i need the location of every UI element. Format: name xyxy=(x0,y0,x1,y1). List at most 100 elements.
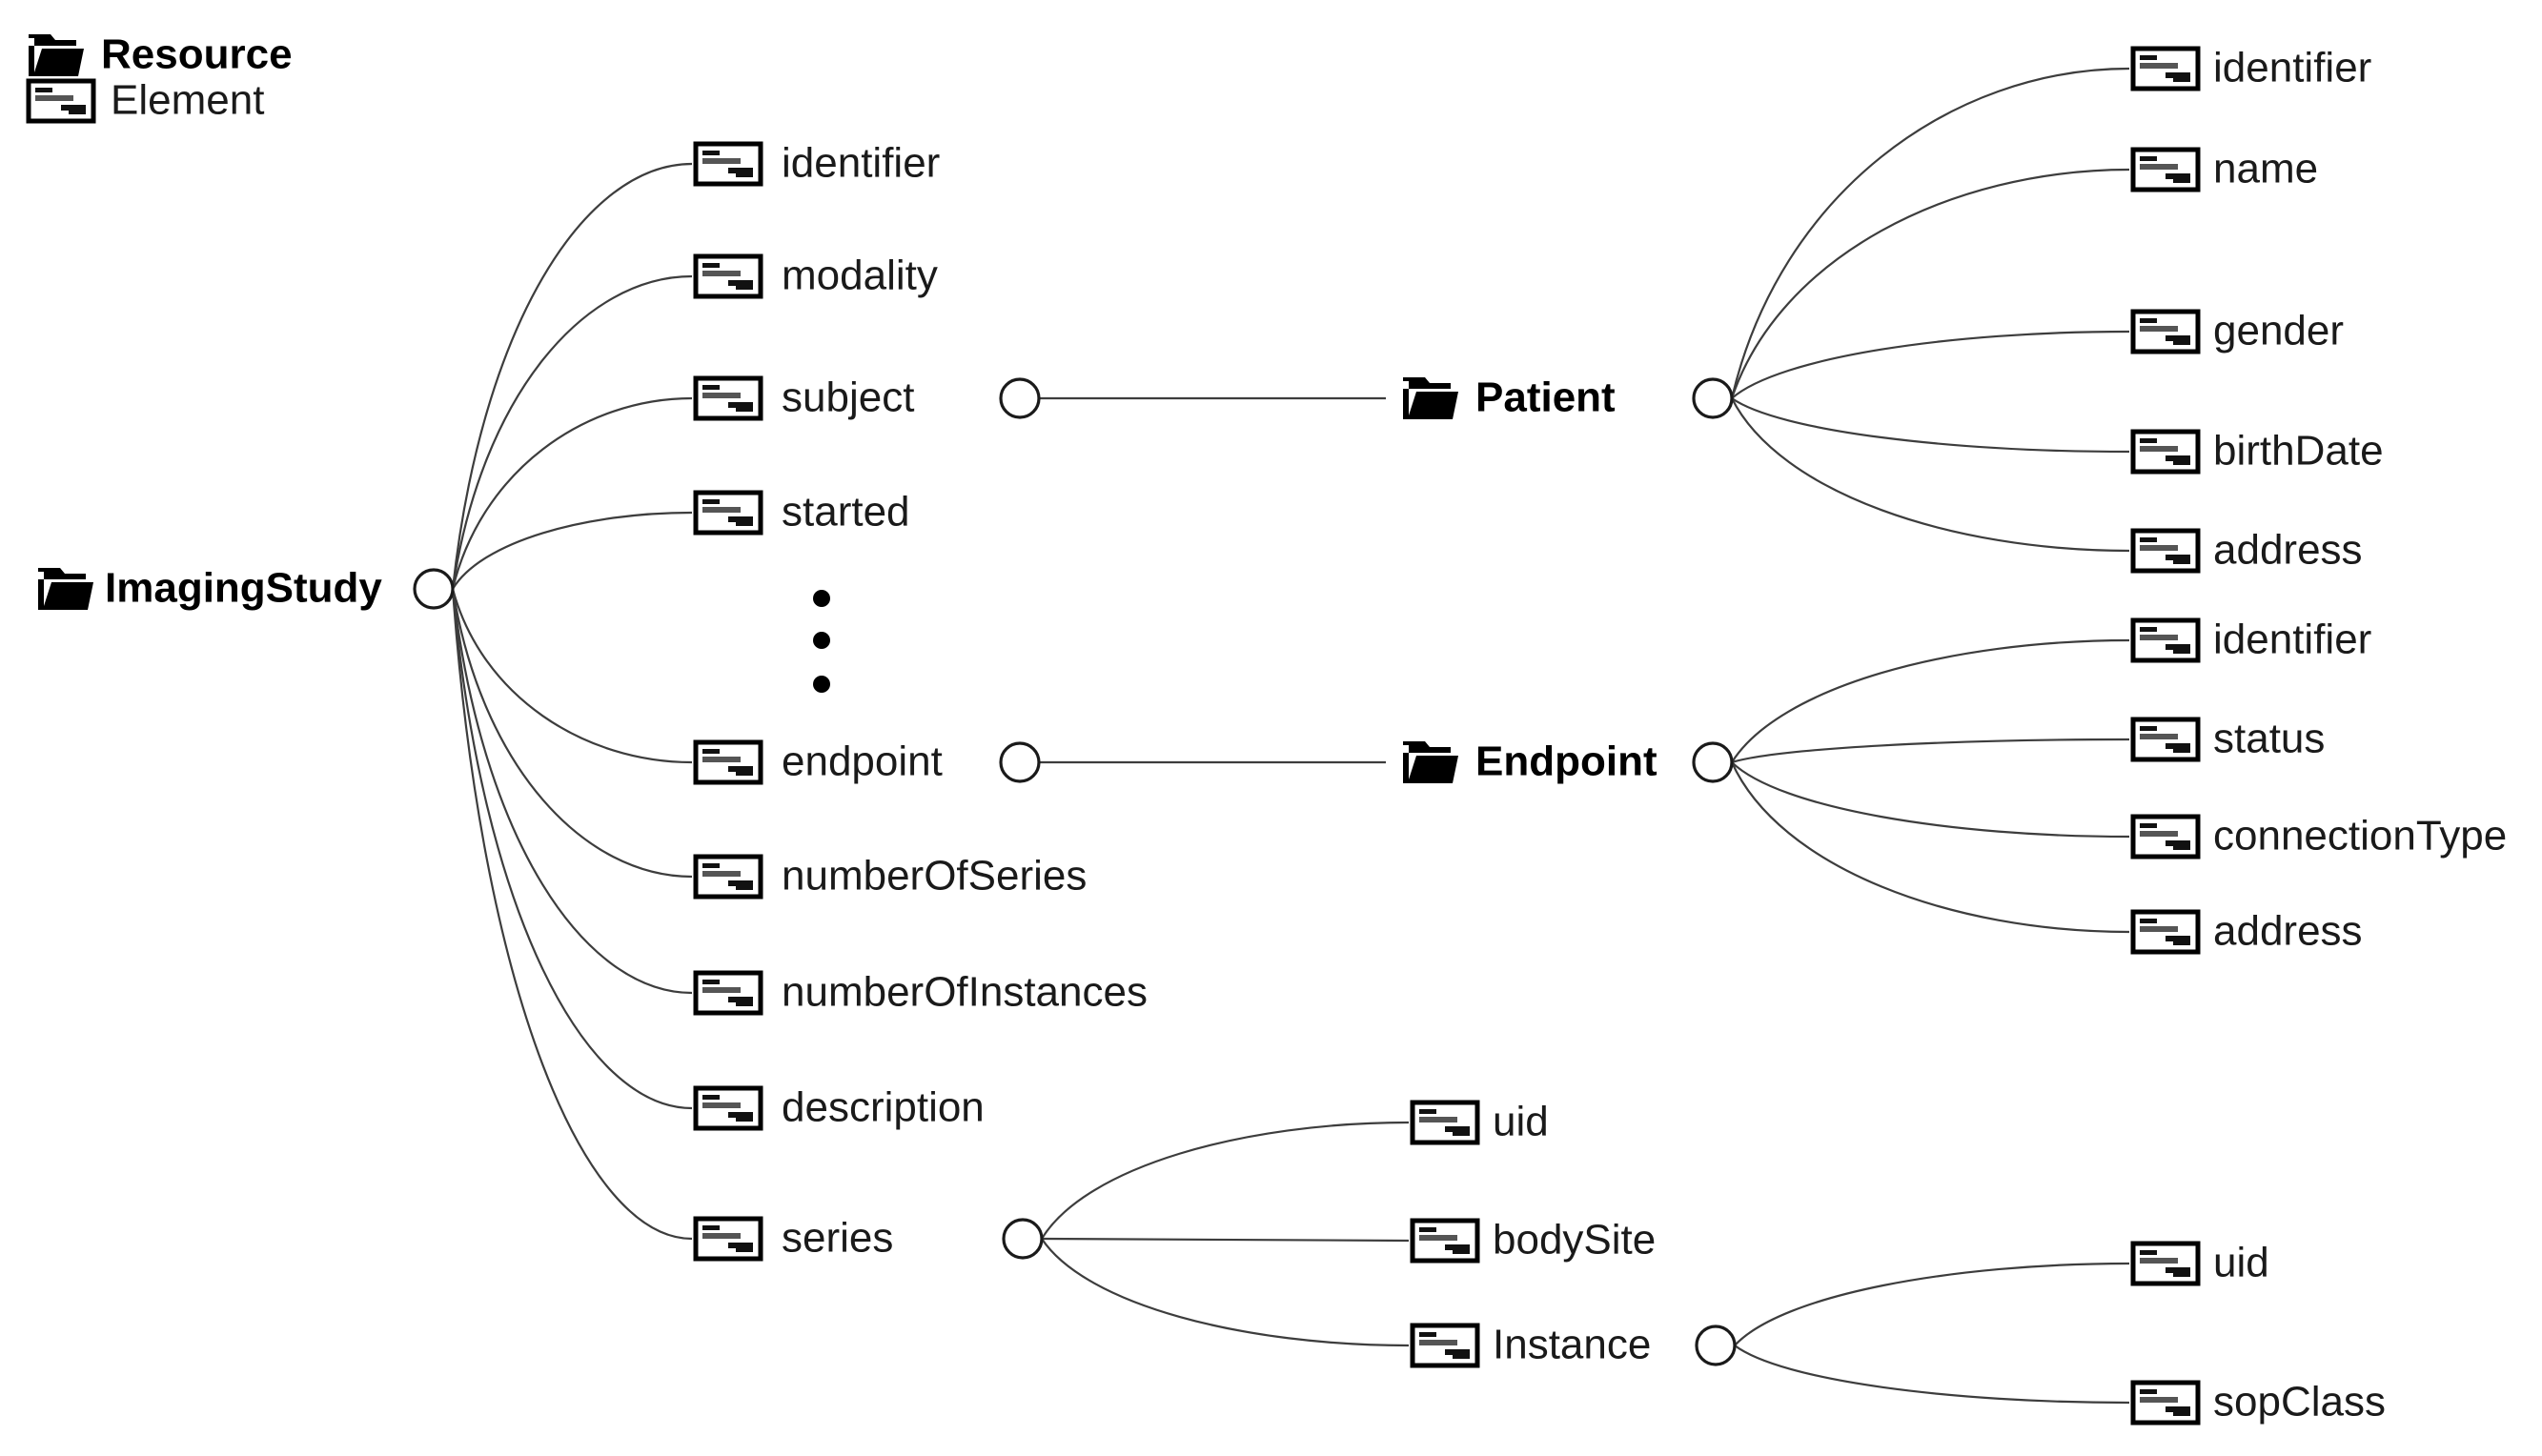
element-icon xyxy=(26,78,96,124)
node-is-subject[interactable]: subject xyxy=(693,374,1041,421)
folder-icon xyxy=(29,34,84,76)
ellipsis-dot-3 xyxy=(813,676,830,693)
edge-patient-to-pa-gender xyxy=(1731,330,2130,399)
link-circle-is-series[interactable] xyxy=(1002,1218,1044,1260)
node-imagingstudy[interactable]: ImagingStudy xyxy=(38,565,455,612)
element-icon xyxy=(2130,814,2201,859)
node-se-bodysite[interactable]: bodySite xyxy=(1410,1217,1656,1264)
hub-circle-endpoint[interactable] xyxy=(1692,741,1734,783)
node-label-is-series: series xyxy=(782,1215,893,1262)
element-icon xyxy=(2130,46,2201,91)
element-icon xyxy=(2130,909,2201,955)
node-pa-address[interactable]: address xyxy=(2130,527,2363,574)
node-ep-address[interactable]: address xyxy=(2130,908,2363,955)
node-is-identifier[interactable]: identifier xyxy=(693,140,940,187)
legend-element: Element xyxy=(26,77,264,124)
node-is-numberofseries[interactable]: numberOfSeries xyxy=(693,853,1087,900)
edge-imagingstudy-to-is-endpoint xyxy=(451,588,693,764)
folder-icon xyxy=(1403,377,1458,419)
node-label-is-numberofinstances: numberOfInstances xyxy=(782,969,1148,1016)
node-label-ep-connectiontype: connectionType xyxy=(2213,813,2507,859)
node-label-se-instance: Instance xyxy=(1493,1322,1651,1368)
edge-imagingstudy-to-is-subject xyxy=(451,396,693,590)
node-ep-connectiontype[interactable]: connectionType xyxy=(2130,813,2507,859)
node-in-uid[interactable]: uid xyxy=(2130,1240,2269,1286)
edge-imagingstudy-to-is-started xyxy=(452,511,693,590)
edge-se-instance-to-in-sopclass xyxy=(1734,1345,2130,1405)
legend-resource: Resource xyxy=(29,31,293,78)
element-icon xyxy=(2130,147,2201,192)
element-icon xyxy=(693,854,763,900)
link-circle-is-subject[interactable] xyxy=(999,377,1041,419)
node-label-is-endpoint: endpoint xyxy=(782,738,943,785)
hub-circle-imagingstudy[interactable] xyxy=(413,568,455,610)
element-icon xyxy=(693,375,763,421)
link-circle-se-instance[interactable] xyxy=(1695,1325,1737,1366)
node-label-pa-name: name xyxy=(2213,146,2318,192)
edge-imagingstudy-to-is-series xyxy=(451,588,693,1241)
node-se-uid[interactable]: uid xyxy=(1410,1099,1549,1145)
node-label-is-numberofseries: numberOfSeries xyxy=(782,853,1087,900)
node-label-in-uid: uid xyxy=(2213,1240,2269,1286)
node-pa-birthdate[interactable]: birthDate xyxy=(2130,428,2384,475)
element-icon xyxy=(2130,617,2201,663)
element-icon xyxy=(1410,1218,1480,1264)
node-label-ep-identifier: identifier xyxy=(2213,617,2371,663)
element-icon xyxy=(1410,1100,1480,1145)
node-label-pa-identifier: identifier xyxy=(2213,45,2371,91)
ellipsis-dot-1 xyxy=(813,590,830,607)
node-pa-name[interactable]: name xyxy=(2130,146,2318,192)
node-layer: ImagingStudy identifier modality subject sta… xyxy=(38,45,2507,1426)
node-patient[interactable]: Patient xyxy=(1403,374,1734,421)
legend-resource-label: Resource xyxy=(101,31,293,78)
edge-is-series-to-se-instance xyxy=(1041,1238,1410,1347)
node-label-in-sopclass: sopClass xyxy=(2213,1379,2386,1426)
edge-endpoint-to-ep-status xyxy=(1731,738,2130,764)
element-icon xyxy=(693,1085,763,1131)
element-icon xyxy=(1410,1323,1480,1368)
edge-patient-to-pa-identifier xyxy=(1730,67,2130,399)
edge-se-instance-to-in-uid xyxy=(1734,1262,2130,1346)
element-icon xyxy=(2130,528,2201,574)
node-endpoint[interactable]: Endpoint xyxy=(1403,738,1734,785)
node-label-imagingstudy: ImagingStudy xyxy=(105,565,382,612)
element-icon xyxy=(2130,717,2201,762)
edge-patient-to-pa-address xyxy=(1731,397,2130,553)
node-label-patient: Patient xyxy=(1475,374,1616,421)
element-icon xyxy=(693,739,763,785)
element-icon xyxy=(693,970,763,1016)
edge-endpoint-to-ep-identifier xyxy=(1731,638,2130,763)
element-icon xyxy=(2130,1380,2201,1426)
element-icon xyxy=(693,1216,763,1262)
node-is-series[interactable]: series xyxy=(693,1215,1044,1262)
node-is-description[interactable]: description xyxy=(693,1084,985,1131)
node-label-is-description: description xyxy=(782,1084,985,1131)
element-icon xyxy=(693,490,763,536)
edge-is-series-to-se-uid xyxy=(1041,1121,1410,1240)
edge-patient-to-pa-birthdate xyxy=(1731,397,2130,454)
node-ep-identifier[interactable]: identifier xyxy=(2130,617,2371,663)
element-icon xyxy=(2130,1241,2201,1286)
ellipsis-layer xyxy=(813,590,830,693)
link-circle-is-endpoint[interactable] xyxy=(999,741,1041,783)
node-label-ep-address: address xyxy=(2213,908,2363,955)
node-pa-gender[interactable]: gender xyxy=(2130,308,2344,354)
hub-circle-patient[interactable] xyxy=(1692,377,1734,419)
ellipsis-dot-2 xyxy=(813,632,830,649)
node-in-sopclass[interactable]: sopClass xyxy=(2130,1379,2386,1426)
folder-icon xyxy=(1403,741,1458,783)
node-pa-identifier[interactable]: identifier xyxy=(2130,45,2371,91)
node-label-endpoint: Endpoint xyxy=(1475,738,1657,785)
node-is-numberofinstances[interactable]: numberOfInstances xyxy=(693,969,1148,1016)
node-label-se-bodysite: bodySite xyxy=(1493,1217,1656,1264)
node-is-started[interactable]: started xyxy=(693,489,910,536)
edge-imagingstudy-to-is-description xyxy=(451,588,693,1110)
node-ep-status[interactable]: status xyxy=(2130,716,2325,762)
node-se-instance[interactable]: Instance xyxy=(1410,1322,1737,1368)
edge-endpoint-to-ep-connectiontype xyxy=(1731,761,2130,839)
node-is-endpoint[interactable]: endpoint xyxy=(693,738,1041,785)
node-is-modality[interactable]: modality xyxy=(693,253,938,299)
